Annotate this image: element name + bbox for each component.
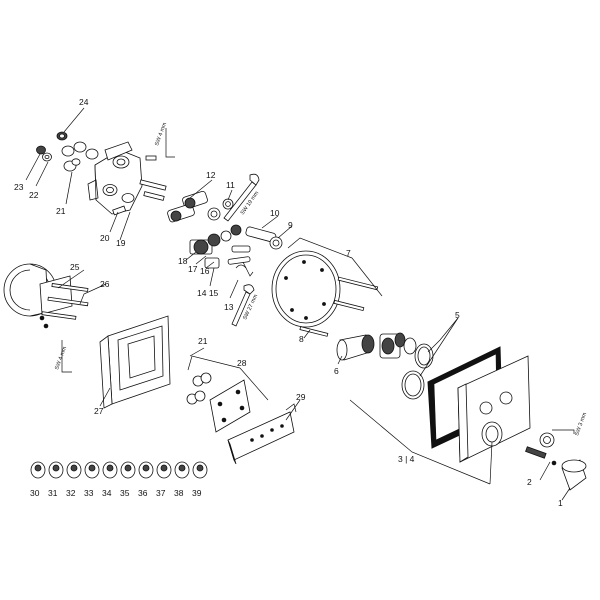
part-5-seals bbox=[401, 343, 434, 400]
callout-2: 2 bbox=[527, 477, 532, 487]
part-7-mounting-ring bbox=[271, 250, 379, 337]
part-20-screw bbox=[112, 155, 167, 216]
part-29-bracket bbox=[227, 403, 297, 465]
callout-13: 13 bbox=[224, 302, 234, 312]
tool-hex-key-top: SW 4 mm bbox=[154, 122, 175, 158]
part-23-cap bbox=[36, 145, 52, 162]
knob-37 bbox=[156, 461, 172, 479]
callout-22: 22 bbox=[29, 190, 39, 200]
callout-24: 24 bbox=[79, 97, 89, 107]
callout-34: 34 bbox=[102, 488, 112, 498]
tool-hex-key-left: SW 4 mm bbox=[54, 340, 72, 373]
callout-labels: 24 23 22 21 20 19 12 11 10 9 7 18 17 16 … bbox=[14, 97, 563, 508]
part-6-sleeve bbox=[336, 334, 375, 361]
callout-3-4: 3 | 4 bbox=[398, 454, 415, 464]
callout-17: 17 bbox=[188, 264, 198, 274]
callout-36: 36 bbox=[138, 488, 148, 498]
part-27-frame bbox=[99, 315, 171, 409]
part-28-seals bbox=[186, 372, 212, 405]
callout-10: 10 bbox=[270, 208, 280, 218]
part-1-handle bbox=[561, 459, 587, 491]
leader-lines bbox=[25, 107, 571, 501]
knob-31 bbox=[48, 461, 64, 479]
callout-12: 12 bbox=[206, 170, 216, 180]
callout-30: 30 bbox=[30, 488, 40, 498]
callout-20: 20 bbox=[100, 233, 110, 243]
callout-28: 28 bbox=[237, 358, 247, 368]
callout-21: 21 bbox=[56, 206, 66, 216]
part-21-seals bbox=[61, 141, 99, 172]
knob-32 bbox=[66, 461, 82, 479]
part-2-insert bbox=[525, 432, 557, 466]
knob-34 bbox=[102, 461, 118, 479]
callout-26: 26 bbox=[100, 279, 110, 289]
callout-39: 39 bbox=[192, 488, 202, 498]
parts-30-39-knobs bbox=[30, 461, 208, 479]
callout-27: 27 bbox=[94, 406, 104, 416]
callout-14-15: 14 15 bbox=[197, 288, 219, 298]
callout-32: 32 bbox=[66, 488, 76, 498]
callout-23: 23 bbox=[14, 182, 24, 192]
callout-1: 1 bbox=[558, 498, 563, 508]
callout-21b: 21 bbox=[198, 336, 208, 346]
part-25-rough-in-body bbox=[3, 263, 89, 329]
knob-30 bbox=[30, 461, 46, 479]
callout-16: 16 bbox=[200, 266, 210, 276]
tool-wrench-27: SW 27 mm bbox=[231, 284, 259, 327]
knob-38 bbox=[174, 461, 190, 479]
callout-37: 37 bbox=[156, 488, 166, 498]
tool-label-sw3: SW 3 mm bbox=[574, 412, 588, 437]
part-28-plate bbox=[209, 379, 251, 433]
tool-label-sw4-left: SW 4 mm bbox=[54, 346, 68, 371]
part-cartridge-pair bbox=[379, 332, 417, 359]
callout-18: 18 bbox=[178, 256, 188, 266]
callout-25: 25 bbox=[70, 262, 80, 272]
tool-hex-key-right: SW 3 mm bbox=[552, 412, 588, 437]
part-19-valve-body bbox=[87, 141, 143, 215]
callout-9: 9 bbox=[288, 220, 293, 230]
callout-35: 35 bbox=[120, 488, 130, 498]
part-12-cartridges bbox=[167, 190, 221, 223]
callout-31: 31 bbox=[48, 488, 58, 498]
part-10-9-fittings bbox=[235, 226, 283, 277]
part-16-18-diverters bbox=[189, 224, 251, 269]
callout-11: 11 bbox=[226, 180, 235, 190]
knob-36 bbox=[138, 461, 154, 479]
callout-33: 33 bbox=[84, 488, 94, 498]
part-11-seals bbox=[222, 198, 234, 210]
knob-35 bbox=[120, 461, 136, 479]
callout-5: 5 bbox=[455, 310, 460, 320]
knob-39 bbox=[192, 461, 208, 479]
knob-33 bbox=[84, 461, 100, 479]
callout-8: 8 bbox=[299, 334, 304, 344]
callout-29: 29 bbox=[296, 392, 306, 402]
callout-19: 19 bbox=[116, 238, 126, 248]
part-24-cap bbox=[56, 131, 68, 141]
callout-38: 38 bbox=[174, 488, 184, 498]
callout-6: 6 bbox=[334, 366, 339, 376]
callout-7: 7 bbox=[346, 248, 351, 258]
part-4-cover-plate bbox=[457, 355, 531, 463]
